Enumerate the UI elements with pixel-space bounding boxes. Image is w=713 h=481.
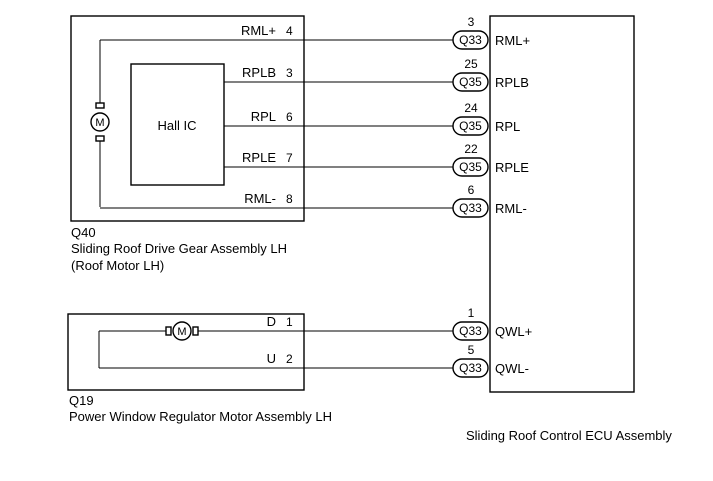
wire-6-ecu-signal: QWL+ [495,324,532,339]
wire-2-connector-pill [452,72,489,92]
q19-motor-letter: M [177,326,186,338]
wire-5-left-signal: RML- [244,191,276,206]
q40-alias: (Roof Motor LH) [71,258,164,273]
wire-6-ecu-pin: 1 [468,306,475,320]
hall-ic-box [130,63,225,186]
hall-ic-label: Hall IC [157,118,196,133]
wire-6-left-pin: 1 [286,315,293,329]
wire-6-left-signal: D [267,314,276,329]
wire-7-ecu-pin: 5 [468,343,475,357]
wire-1-ecu-pin: 3 [468,15,475,29]
wire-1-connector: Q33 [459,33,482,47]
q40-motor-brush-top [95,102,105,109]
q40-motor-letter: M [95,117,104,129]
wire-2-left-signal: RPLB [242,65,276,80]
wire-6-connector-pill [452,321,489,341]
wire-5-connector: Q33 [459,201,482,215]
q19-motor-brush-left [165,326,172,336]
wire-3-ecu-pin: 24 [464,101,478,115]
wire-5-ecu-signal: RML- [495,201,527,216]
wire-1-ecu-signal: RML+ [495,33,530,48]
ecu-name: Sliding Roof Control ECU Assembly [466,428,672,443]
wire-3-connector: Q35 [459,119,482,133]
wire-4-left-signal: RPLE [242,150,276,165]
q40-name: Sliding Roof Drive Gear Assembly LH [71,241,287,256]
wire-2-left-pin: 3 [286,66,293,80]
wire-1-left-pin: 4 [286,24,293,38]
ecu-box [489,15,635,393]
wire-7-left-signal: U [267,351,276,366]
wire-1-left-signal: RML+ [241,23,276,38]
wire-7-left-pin: 2 [286,352,293,366]
wire-5-connector-pill [452,198,489,218]
wire-2-connector: Q35 [459,75,482,89]
wire-4-ecu-pin: 22 [464,142,478,156]
wire-6-connector: Q33 [459,324,482,338]
wire-3-left-signal: RPL [251,109,276,124]
wire-3-left-pin: 6 [286,110,293,124]
q40-motor-icon [90,112,110,132]
wire-7-connector: Q33 [459,361,482,375]
q19-motor-icon [172,321,192,341]
q40-id: Q40 [71,225,96,240]
wire-5-left-pin: 8 [286,192,293,206]
wire-7-ecu-signal: QWL- [495,361,529,376]
wire-3-connector-pill [452,116,489,136]
wire-4-ecu-signal: RPLE [495,160,529,175]
wire-3-ecu-signal: RPL [495,119,520,134]
q19-id: Q19 [69,393,94,408]
wire-4-connector-pill [452,157,489,177]
q19-name: Power Window Regulator Motor Assembly LH [69,409,332,424]
q19-motor-brush-right [192,326,199,336]
wire-2-ecu-signal: RPLB [495,75,529,90]
wire-7-connector-pill [452,358,489,378]
wire-2-ecu-pin: 25 [464,57,478,71]
wire-4-connector: Q35 [459,160,482,174]
q40-motor-brush-bottom [95,135,105,142]
wire-5-ecu-pin: 6 [468,183,475,197]
wire-1-connector-pill [452,30,489,50]
wire-4-left-pin: 7 [286,151,293,165]
